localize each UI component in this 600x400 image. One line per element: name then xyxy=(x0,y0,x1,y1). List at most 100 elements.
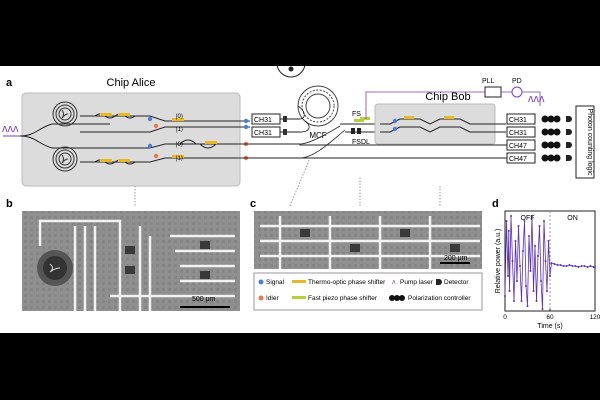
alice-out-lines xyxy=(240,118,300,159)
bob-detectors xyxy=(566,116,572,161)
ket-0-bottom: |0⟩ xyxy=(176,141,183,148)
ket-1-bottom: |1⟩ xyxy=(176,155,183,162)
chart-point xyxy=(517,225,520,227)
chart-point xyxy=(522,250,524,252)
bob-thermo-shifters xyxy=(404,116,454,119)
ket-1-top: |1⟩ xyxy=(176,126,183,133)
fsdl-label: FSDL xyxy=(352,139,370,146)
pll-feedback-line xyxy=(365,91,541,119)
chart-xtick-label: 60 xyxy=(546,314,554,321)
chart-point xyxy=(592,266,595,268)
chart-point xyxy=(525,285,527,287)
legend-thermo-icon xyxy=(292,280,306,283)
panel-c-letter: c xyxy=(250,198,256,210)
chart-point xyxy=(505,220,508,222)
photon-counting-box xyxy=(575,105,595,179)
inset-leader-lines xyxy=(134,157,441,207)
pump-laser-bob-icon: ʌʌʌ xyxy=(528,93,545,105)
chip-micrograph-b xyxy=(22,211,240,311)
chart-point xyxy=(537,255,539,257)
legend-pump-icon: ʌ xyxy=(392,279,396,286)
legend-signal: Signal xyxy=(266,279,285,286)
photon-counting-label: Photon counting logic xyxy=(586,109,593,176)
chip-alice-label: Chip Alice xyxy=(107,77,156,89)
mcf-cross-section xyxy=(276,66,306,78)
bottom-letterbox xyxy=(0,333,600,400)
chart-point xyxy=(565,265,568,267)
chart-point xyxy=(534,245,536,247)
chart-point xyxy=(586,266,589,268)
scalebar-b-label: 500 μm xyxy=(192,296,216,303)
bob-photon-dots xyxy=(392,118,398,132)
alice-ch31-b-label: CH31 xyxy=(254,130,272,137)
fsdl-device xyxy=(351,128,361,134)
figure-panel: a Chip Alice ʌʌʌ xyxy=(0,66,600,333)
legend-piezo: Fast piezo phase shifter xyxy=(308,295,378,302)
chart-point xyxy=(550,262,553,264)
legend-box xyxy=(253,272,483,311)
chart-point xyxy=(520,300,523,302)
legend-detector: Detector xyxy=(444,279,469,286)
panel-d-letter: d xyxy=(492,198,499,210)
chart-xtick-label: 120 xyxy=(590,314,600,321)
legend-polarization-icon xyxy=(389,295,405,301)
chart-point xyxy=(513,300,515,302)
chart-point xyxy=(535,300,538,302)
chart-xlabel: Time (s) xyxy=(537,323,562,330)
alice-detectors xyxy=(283,116,287,135)
chart-region-label-off: OFF xyxy=(521,215,535,222)
chart-point xyxy=(546,290,548,292)
bob-ch31-b-label: CH31 xyxy=(509,130,527,137)
legend-pump: Pump laser xyxy=(400,279,434,286)
bob-ch47-a-label: CH47 xyxy=(509,143,527,150)
legend-idler-icon xyxy=(258,295,264,301)
chart-point xyxy=(556,264,559,266)
figure-svg: a Chip Alice ʌʌʌ xyxy=(2,66,600,330)
chart-point xyxy=(507,275,509,277)
panel-b-letter: b xyxy=(6,198,13,210)
chart-point xyxy=(540,280,542,282)
pump-splitter xyxy=(19,123,110,149)
chart-point xyxy=(559,264,562,266)
fs-label: FS xyxy=(352,111,361,118)
legend-thermo: Thermo-optic phase shifter xyxy=(308,279,386,286)
chart-point xyxy=(577,266,580,268)
chart-point xyxy=(514,240,517,242)
bob-ch47-b-label: CH47 xyxy=(509,156,527,163)
chart-point xyxy=(574,265,577,267)
chart-point xyxy=(589,265,592,267)
chart-point xyxy=(553,263,556,265)
polarization-controllers xyxy=(541,115,561,162)
chart-point xyxy=(543,220,545,222)
chart-region-label-on: ON xyxy=(567,215,578,222)
top-letterbox xyxy=(0,0,600,66)
spiral-source-top xyxy=(52,101,78,127)
chart-point xyxy=(516,280,518,282)
fs-lines xyxy=(340,123,380,133)
mcf-fibers xyxy=(297,105,346,159)
chart-point xyxy=(562,265,565,267)
spiral-source-bottom xyxy=(52,146,78,172)
pd-label: PD xyxy=(512,78,522,85)
chart-point xyxy=(571,265,574,267)
chart-point xyxy=(507,230,510,232)
chart-point xyxy=(538,225,541,227)
mcf-label: MCF xyxy=(309,131,326,140)
chart-point xyxy=(511,260,514,262)
idler-lines-to-bob xyxy=(299,144,507,159)
chart-ylabel: Relative power (a.u.) xyxy=(495,229,502,294)
pump-input-icon: ʌʌʌ xyxy=(2,123,19,135)
panel-a-letter: a xyxy=(6,77,13,89)
chart-point xyxy=(508,290,511,292)
legend-polarization: Polarization controller xyxy=(408,295,471,302)
chart-point xyxy=(594,266,596,268)
chip-micrograph-c xyxy=(254,211,482,269)
chart-point xyxy=(526,305,529,307)
bob-ch31-a-label: CH31 xyxy=(509,117,527,124)
pll-box xyxy=(484,86,502,98)
chart-point xyxy=(583,265,586,267)
chart-point xyxy=(568,264,571,266)
alice-thermo-shifters xyxy=(100,113,217,162)
